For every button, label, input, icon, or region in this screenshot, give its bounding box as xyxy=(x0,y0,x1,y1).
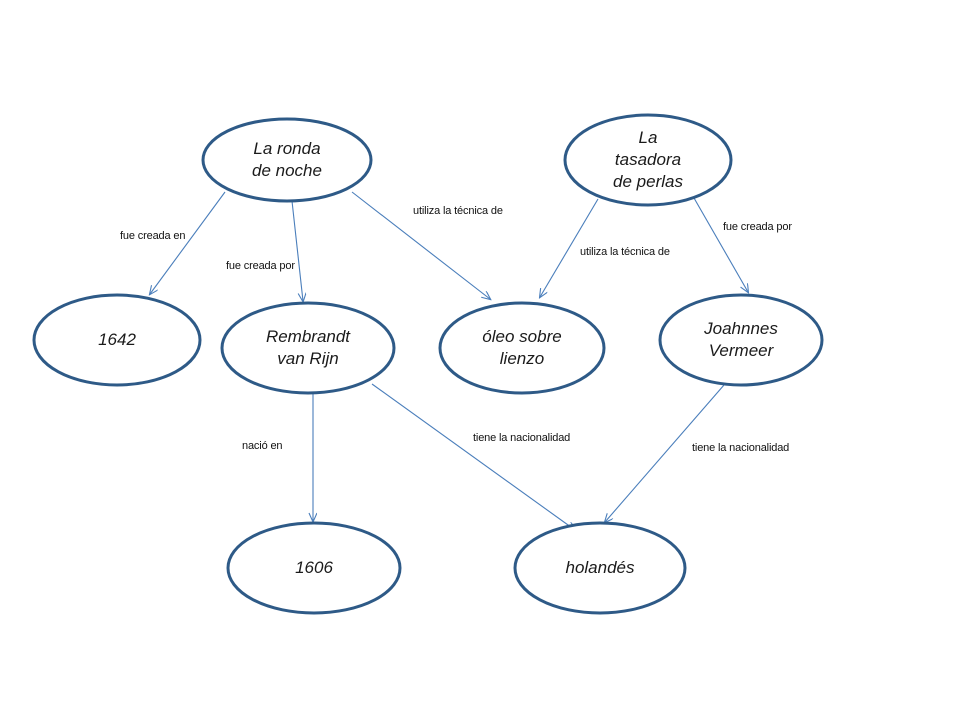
nodes-layer xyxy=(32,113,824,615)
edge-label-rembrandt-holandes: tiene la nacionalidad xyxy=(473,432,571,444)
edge-label-rembrandt-1606: nació en xyxy=(242,440,283,452)
edge-ronda-rembrandt xyxy=(291,200,303,301)
edge-label-tasadora-vermeer: fue creada por xyxy=(723,221,792,233)
edge-label-ronda-oleo: utiliza la técnica de xyxy=(413,205,503,217)
node-ellipse-ronda[interactable] xyxy=(201,117,373,203)
edge-tasadora-vermeer xyxy=(693,197,748,292)
edge-label-ronda-1642: fue creada en xyxy=(120,230,186,242)
node-ellipse-a1642[interactable] xyxy=(32,293,202,387)
edge-tasadora-oleo xyxy=(540,198,599,297)
edge-label-vermeer-holandes: tiene la nacionalidad xyxy=(692,442,790,454)
node-ellipse-vermeer[interactable] xyxy=(658,293,824,387)
edge-rembrandt-holandes xyxy=(371,383,575,530)
node-ellipse-oleo[interactable] xyxy=(438,301,606,395)
edge-label-ronda-rembrandt: fue creada por xyxy=(226,260,295,272)
node-ellipse-rembrandt[interactable] xyxy=(220,301,396,395)
edge-vermeer-holandes xyxy=(605,384,725,522)
node-ellipse-holandes[interactable] xyxy=(513,521,687,615)
edge-ronda-1642 xyxy=(150,191,226,294)
node-ellipse-a1606[interactable] xyxy=(226,521,402,615)
edges-layer xyxy=(150,191,748,530)
node-ellipse-tasadora[interactable] xyxy=(563,113,733,207)
edge-label-tasadora-oleo: utiliza la técnica de xyxy=(580,246,670,258)
edge-ronda-oleo xyxy=(351,191,490,299)
